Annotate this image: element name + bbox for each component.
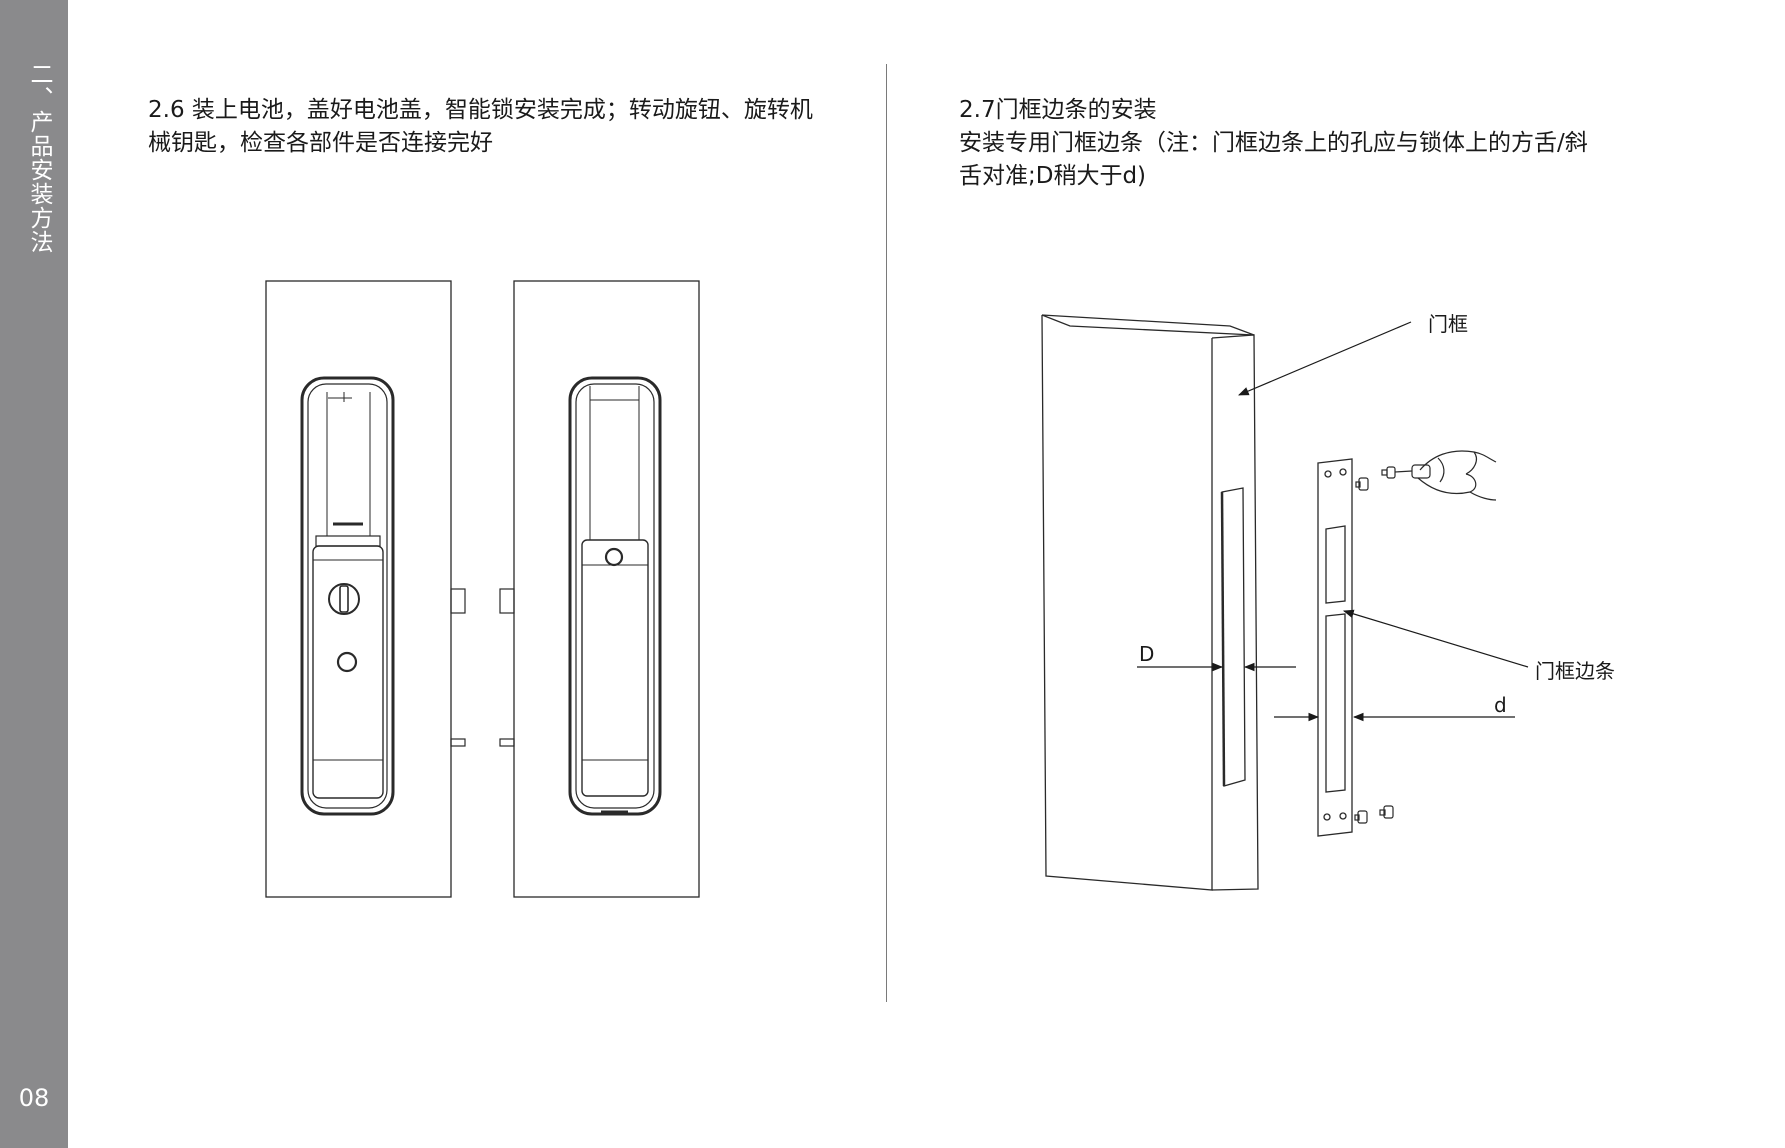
keyhole-icon <box>336 651 358 673</box>
dimension-lines <box>1137 321 1529 722</box>
back-lock-illustration <box>499 280 700 898</box>
page-number: 08 <box>18 1084 50 1112</box>
dimension-d-label: d <box>1494 693 1507 717</box>
screw-icon <box>1354 466 1396 824</box>
step-2-7-line-1: 安装专用门框边条（注：门框边条上的孔应与锁体上的方舌/斜 <box>959 130 1588 156</box>
step-2-6-text: 2.6 装上电池，盖好电池盖，智能锁安装完成；转动旋钮、旋转机 械钥匙，检查各部… <box>148 94 813 160</box>
knob-icon <box>328 583 360 615</box>
frame-strip-illustration <box>1317 458 1353 837</box>
sensor-icon <box>604 547 624 567</box>
sidebar: 二、产品安装方法 08 <box>0 0 68 1148</box>
step-2-6-line-2: 械钥匙，检查各部件是否连接完好 <box>148 130 493 156</box>
step-2-7-line-2: 舌对准;D稍大于d) <box>959 163 1147 189</box>
dimension-D-label: D <box>1139 642 1154 666</box>
frame-strip-label: 门框边条 <box>1535 659 1615 683</box>
door-frame-illustration <box>1041 314 1259 891</box>
step-2-6-line-1: 2.6 装上电池，盖好电池盖，智能锁安装完成；转动旋钮、旋转机 <box>148 97 813 123</box>
section-title: 二、产品安装方法 <box>26 62 52 254</box>
door-frame-label: 门框 <box>1428 312 1468 336</box>
step-2-7-text: 2.7门框边条的安装 安装专用门框边条（注：门框边条上的孔应与锁体上的方舌/斜 … <box>959 94 1588 193</box>
screwdriver-hand-icon <box>1394 450 1497 501</box>
step-2-7-title: 2.7门框边条的安装 <box>959 97 1157 123</box>
column-divider <box>886 64 887 1002</box>
front-lock-illustration <box>265 280 466 898</box>
